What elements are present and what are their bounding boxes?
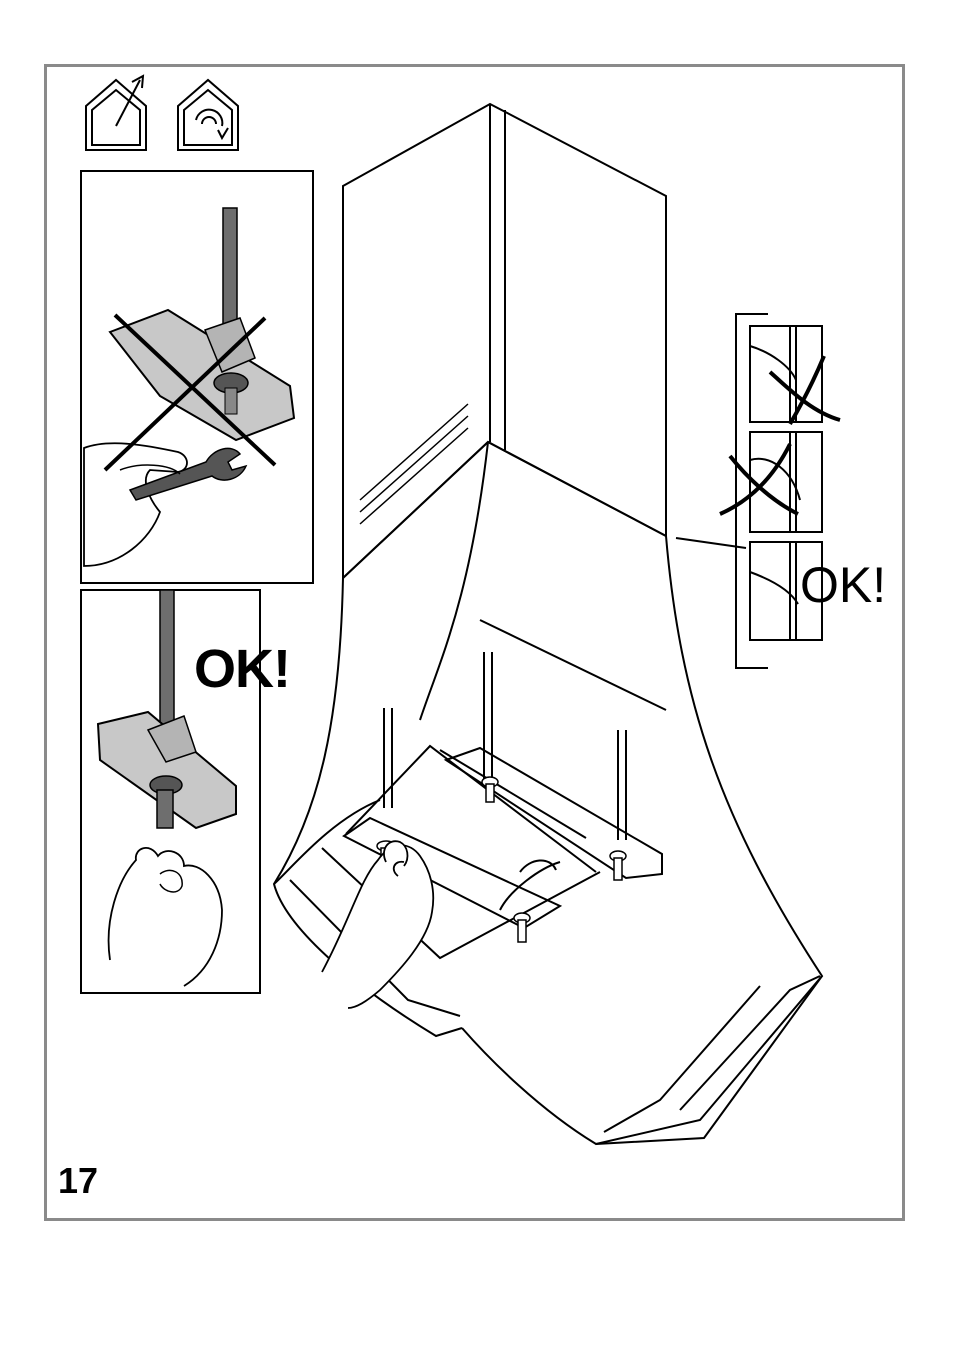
ok-label-left: OK! <box>194 638 290 700</box>
house-recirculation-icon <box>178 80 238 150</box>
chimney-upper <box>343 104 666 578</box>
step-number: 17 <box>58 1160 98 1202</box>
house-ducted-icon <box>86 76 146 150</box>
inset-wrong-wrench <box>81 171 313 583</box>
inset-alignment-views <box>676 314 840 668</box>
ok-label-right: OK! <box>800 556 886 614</box>
